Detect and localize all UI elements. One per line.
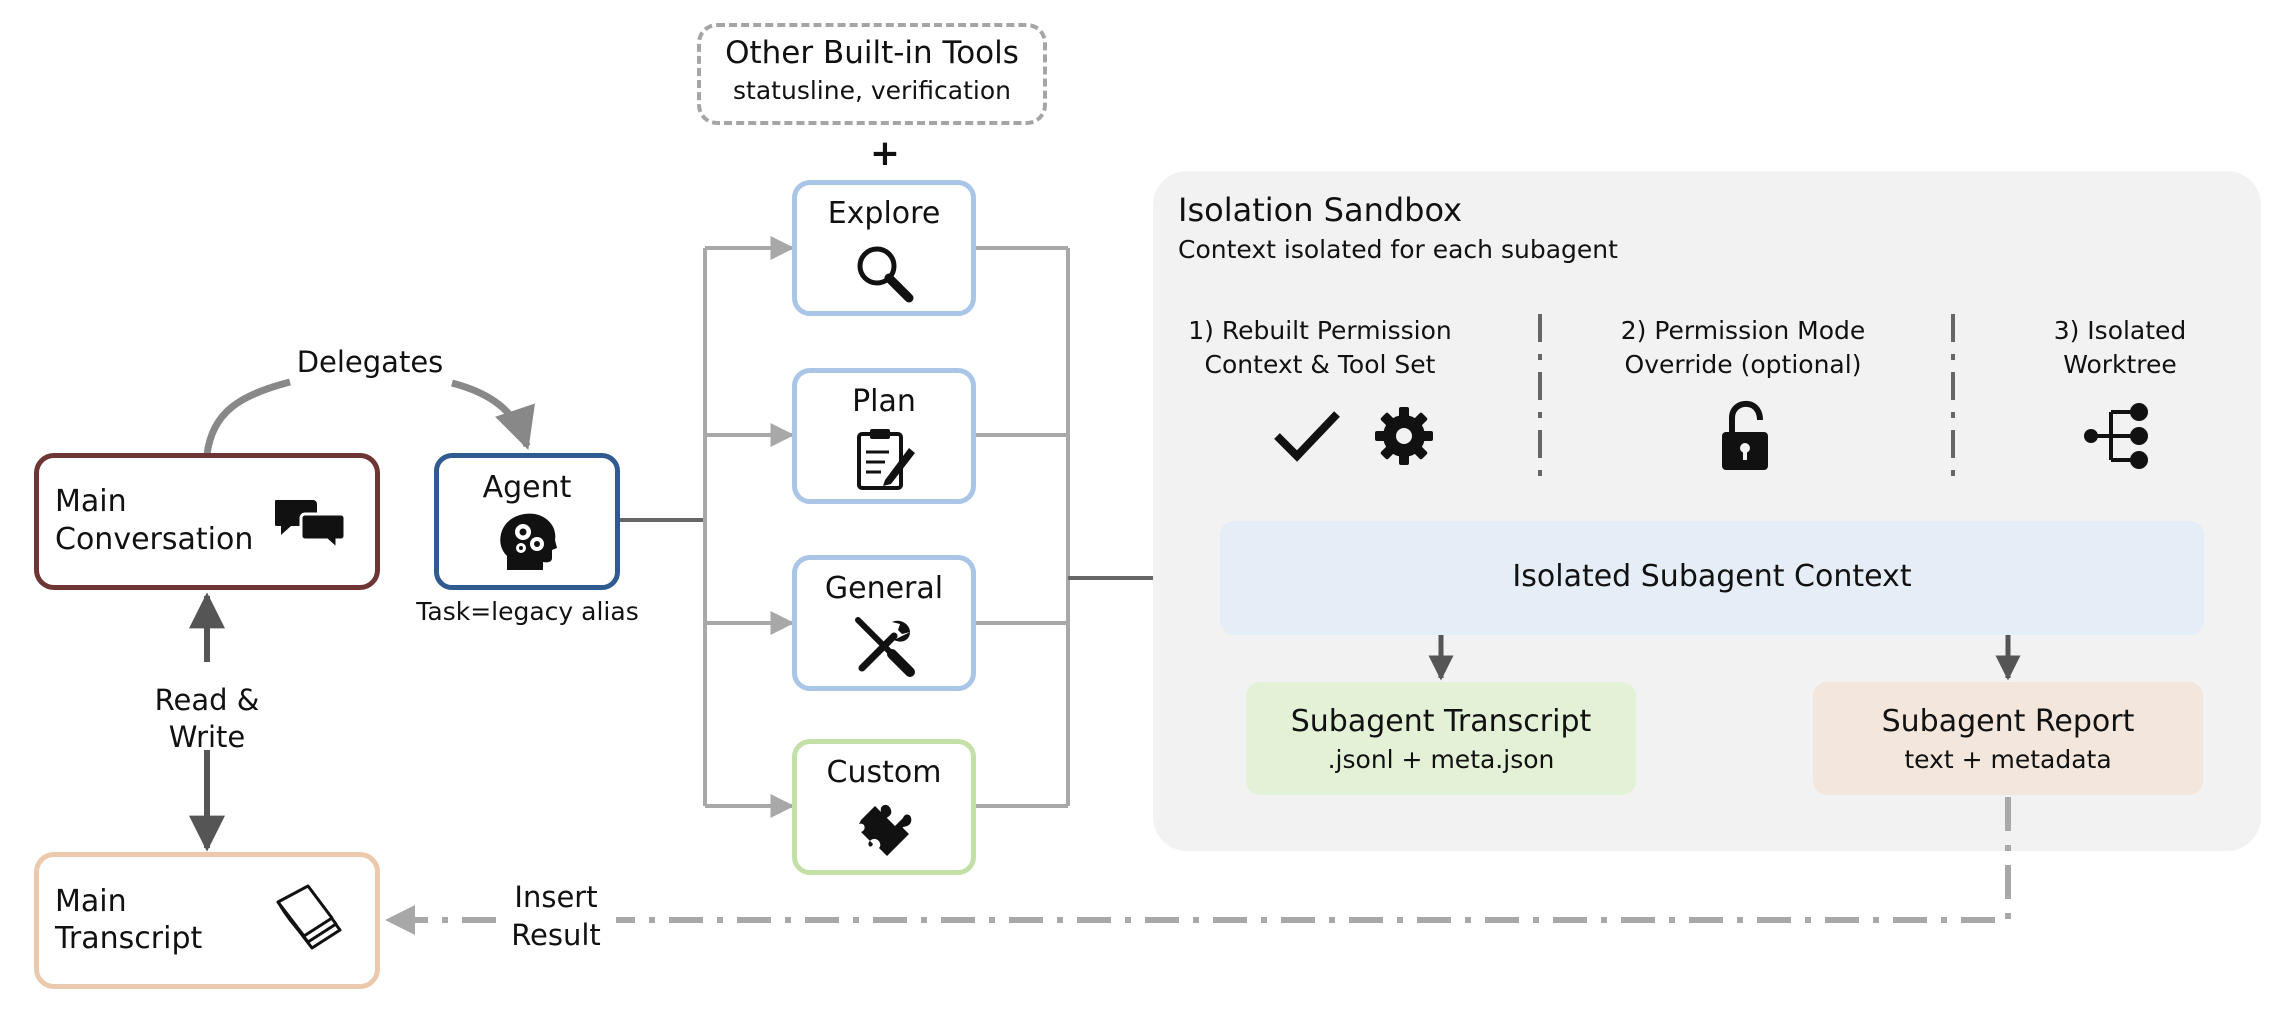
plan-label: Plan	[852, 384, 916, 419]
feature-permission-mode-line2: Override (optional)	[1624, 350, 1862, 379]
clipboard-pen-icon	[857, 429, 915, 490]
sandbox-title: Isolation Sandbox	[1178, 191, 1463, 229]
insert-result-line1: Insert	[514, 880, 598, 914]
checkmark-icon	[1274, 411, 1340, 462]
magnifier-icon	[857, 246, 914, 303]
delegates-arc-left	[203, 378, 291, 456]
general-label: General	[824, 571, 944, 606]
feature-divider-2	[1951, 314, 1955, 480]
feature-divider-1	[1538, 314, 1542, 480]
subagent-report-subtitle: text + metadata	[1904, 745, 2112, 774]
agent-caption: Task=legacy alias	[416, 597, 639, 626]
delegates-label: Delegates	[296, 345, 444, 379]
branch-tree-icon	[2084, 403, 2148, 469]
general-box[interactable]	[792, 555, 976, 691]
other-tools-title: Other Built-in Tools	[725, 35, 1019, 71]
feature-isolated-worktree-line2: Worktree	[2063, 350, 2177, 379]
sandbox-arrows	[1428, 635, 2021, 681]
subagent-transcript-subtitle: .jsonl + meta.json	[1327, 745, 1555, 774]
subagent-report-title: Subagent Report	[1881, 704, 2135, 739]
sandbox-subtitle: Context isolated for each subagent	[1178, 235, 1618, 264]
feature-rebuilt-permission-line2: Context & Tool Set	[1204, 350, 1436, 379]
custom-label: Custom	[826, 755, 942, 790]
explore-label: Explore	[827, 196, 941, 231]
isolated-context-box	[1220, 521, 2204, 635]
other-tools-box	[697, 23, 1047, 125]
subagent-transcript-box	[1246, 682, 1636, 795]
subagent-report-box	[1813, 682, 2203, 795]
read-write-line2: Write	[168, 720, 246, 754]
unlocked-padlock-icon	[1722, 400, 1768, 470]
head-gears-icon	[500, 513, 557, 570]
main-transcript-line1: Main	[55, 884, 127, 919]
gear-icon	[1375, 407, 1433, 465]
read-write-line1: Read &	[154, 683, 260, 717]
chat-bubbles-icon	[275, 500, 347, 552]
puzzle-piece-icon	[859, 804, 912, 856]
wrench-screwdriver-icon	[855, 617, 915, 677]
main-conversation-line1: Main	[55, 484, 127, 519]
other-tools-subtitle: statusline, verification	[733, 76, 1011, 105]
feature-rebuilt-permission-line1: 1) Rebuilt Permission	[1188, 316, 1452, 345]
feature-isolated-worktree-line1: 3) Isolated	[2053, 316, 2187, 345]
agent-label: Agent	[482, 470, 572, 505]
main-transcript-line2: Transcript	[55, 921, 203, 956]
insert-result-line2: Result	[511, 918, 601, 952]
feature-permission-mode-line1: 2) Permission Mode	[1620, 316, 1866, 345]
main-conversation-line2: Conversation	[55, 522, 254, 557]
stacked-papers-icon	[276, 884, 342, 950]
delegates-arrow	[451, 379, 535, 450]
isolated-context-label: Isolated Subagent Context	[1512, 559, 1912, 594]
subagent-transcript-title: Subagent Transcript	[1290, 704, 1592, 739]
plus-sign: +	[869, 133, 901, 174]
